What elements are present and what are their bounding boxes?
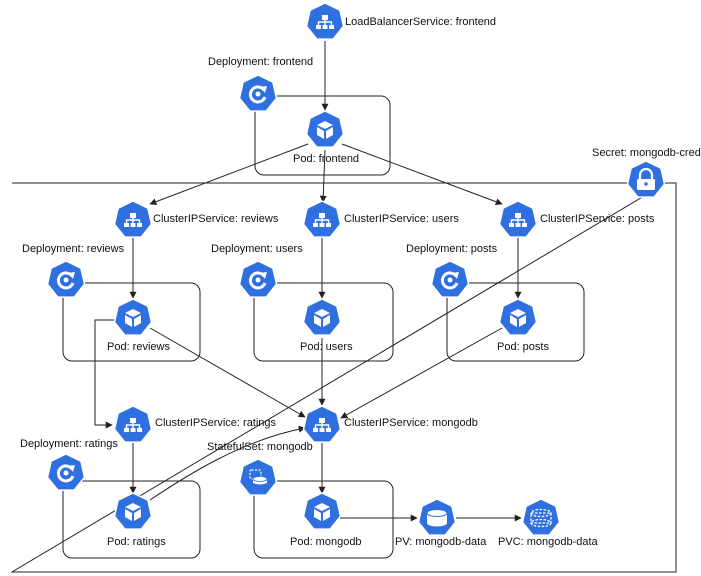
dep-frontend-label: Deployment: frontend [208, 56, 314, 68]
edge-pod-reviews-to-svc-ratings [94, 319, 117, 429]
svc-reviews-label: ClusterIPService: reviews [153, 213, 279, 225]
posts-deployment-box [446, 282, 585, 362]
service-icon [498, 200, 538, 238]
pvc-label: PVC: mongodb-data [498, 536, 598, 548]
service-icon [113, 200, 153, 238]
pod-mongodb-label: Pod: mongodb [290, 536, 362, 548]
deployment-icon [46, 260, 86, 298]
svc-ratings-label: ClusterIPService: ratings [155, 417, 277, 429]
service-icon [113, 405, 153, 443]
service-icon [302, 200, 342, 238]
edge-frontend-to-svc-users [319, 149, 327, 203]
persistent-volume-icon [417, 498, 457, 536]
deployment-icon [238, 74, 278, 112]
svc-mongodb-label: ClusterIPService: mongodb [344, 417, 478, 429]
pod-posts-label: Pod: posts [497, 341, 549, 353]
lb-frontend-label: LoadBalancerService: frontend [345, 16, 497, 28]
pv-label: PV: mongodb-data [395, 536, 487, 548]
edge-frontend-to-svc-reviews [149, 143, 309, 206]
deployment-icon [46, 453, 86, 491]
sts-mongodb-label: StatefulSet: mongodb [207, 441, 313, 453]
statefulset-icon [238, 458, 278, 496]
edge-pod-ratings-to-svc-mongodb [149, 425, 306, 501]
namespace-boundary-box [10, 182, 677, 573]
pod-users-label: Pod: users [300, 341, 353, 353]
svc-users-label: ClusterIPService: users [344, 213, 459, 225]
dep-users-label: Deployment: users [211, 243, 303, 255]
pod-icon [302, 298, 342, 336]
mongodb-statefulset-box [253, 480, 394, 559]
pod-ratings-label: Pod: ratings [107, 536, 166, 548]
pod-reviews-label: Pod: reviews [107, 341, 170, 353]
persistent-volume-claim-icon [521, 498, 561, 536]
dep-ratings-label: Deployment: ratings [20, 438, 118, 450]
secret-label: Secret: mongodb-creds [592, 147, 701, 159]
dep-reviews-label: Deployment: reviews [22, 243, 125, 255]
pod-icon [113, 492, 153, 530]
edge-pod-reviews-to-svc-mongodb [149, 327, 306, 418]
deployment-icon [430, 260, 470, 298]
pod-icon [305, 110, 345, 148]
service-icon [305, 2, 345, 40]
pod-frontend-label: Pod: frontend [293, 153, 360, 165]
edge-frontend-to-svc-posts [341, 143, 503, 206]
secret-icon [626, 160, 666, 198]
reviews-deployment-box [62, 282, 201, 362]
dep-posts-label: Deployment: posts [406, 243, 498, 255]
ratings-deployment-box [62, 480, 201, 559]
svc-posts-label: ClusterIPService: posts [540, 213, 655, 225]
pod-icon [498, 298, 538, 336]
edge-pod-posts-to-svc-mongodb [340, 327, 503, 419]
pod-icon [113, 298, 153, 336]
deployment-icon [238, 260, 278, 298]
frontend-deployment-box [254, 95, 391, 176]
service-icon [302, 405, 342, 443]
users-deployment-box [253, 282, 394, 362]
pod-icon [302, 492, 342, 530]
